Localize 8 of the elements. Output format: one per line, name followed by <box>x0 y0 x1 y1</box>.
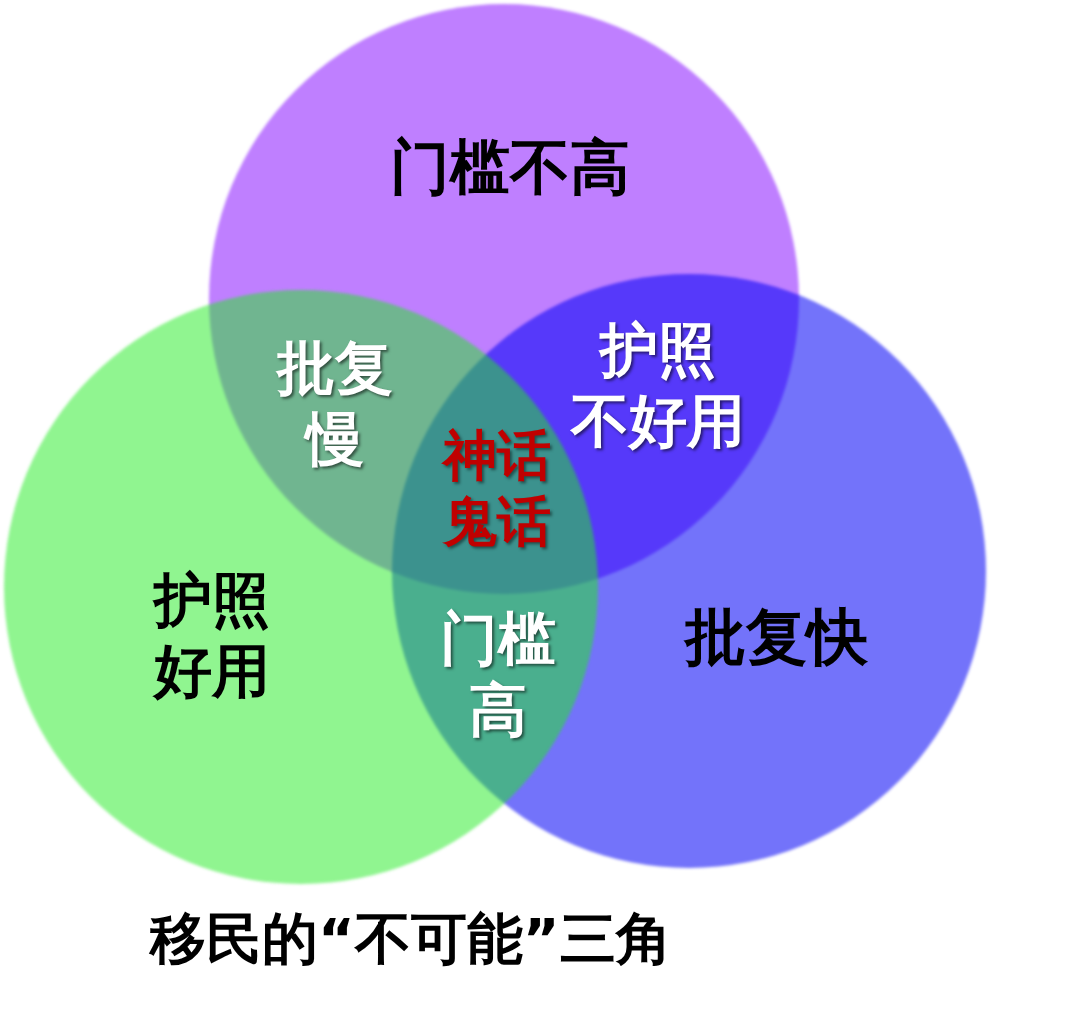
overlap-label: 护照不好用 <box>569 315 746 457</box>
overlap-label: 批复慢 <box>275 333 394 475</box>
title: 移民的“不可能”三角 <box>150 905 672 973</box>
set-label: 护照好用 <box>152 565 271 707</box>
overlap-label: 门槛高 <box>439 604 557 746</box>
center-label: 神话鬼话 <box>441 423 552 555</box>
set-label: 门槛不高 <box>390 131 630 205</box>
set-label: 批复快 <box>684 599 868 674</box>
